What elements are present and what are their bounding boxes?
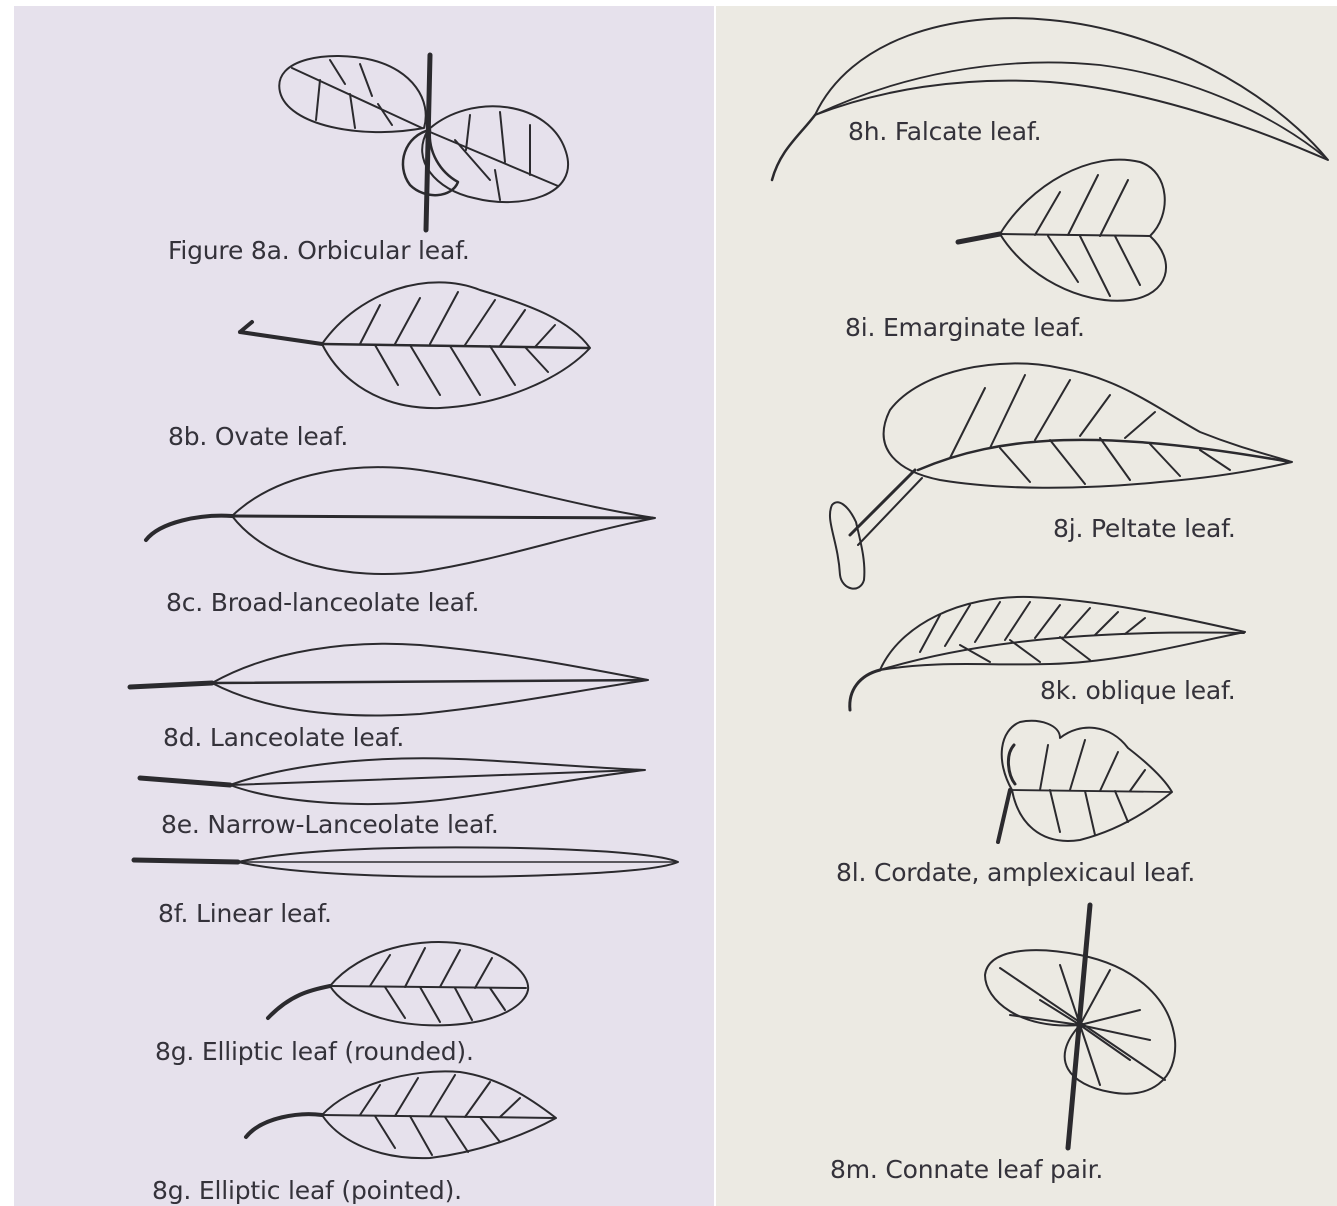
falcate-leaf-illustration — [772, 18, 1328, 180]
cordate-amplexicaul-leaf-illustration — [998, 721, 1172, 842]
caption-8h: 8h. Falcate leaf. — [848, 117, 1041, 146]
caption-8g-rounded: 8g. Elliptic leaf (rounded). — [155, 1037, 474, 1066]
broad-lanceolate-leaf-illustration — [146, 467, 655, 574]
caption-8m: 8m. Connate leaf pair. — [830, 1155, 1103, 1184]
ovate-leaf-illustration — [240, 282, 590, 408]
connate-leaf-pair-illustration — [985, 905, 1175, 1148]
emarginate-leaf-illustration — [958, 160, 1166, 301]
peltate-leaf-illustration — [830, 363, 1292, 588]
caption-8f: 8f. Linear leaf. — [158, 899, 332, 928]
caption-8d: 8d. Lanceolate leaf. — [163, 723, 404, 752]
lanceolate-leaf-illustration — [130, 644, 648, 716]
caption-8g-pointed: 8g. Elliptic leaf (pointed). — [152, 1176, 462, 1205]
elliptic-pointed-leaf-illustration — [246, 1071, 556, 1158]
caption-8j: 8j. Peltate leaf. — [1053, 514, 1236, 543]
caption-8l: 8l. Cordate, amplexicaul leaf. — [836, 858, 1195, 887]
orbicular-leaf-illustration — [279, 55, 568, 230]
caption-8b: 8b. Ovate leaf. — [168, 422, 348, 451]
caption-8i: 8i. Emarginate leaf. — [845, 313, 1085, 342]
caption-8e: 8e. Narrow-Lanceolate leaf. — [161, 810, 499, 839]
caption-8a: Figure 8a. Orbicular leaf. — [168, 236, 470, 265]
caption-8c: 8c. Broad-lanceolate leaf. — [166, 588, 479, 617]
caption-8k: 8k. oblique leaf. — [1040, 676, 1236, 705]
linear-leaf-illustration — [134, 847, 678, 876]
elliptic-rounded-leaf-illustration — [268, 942, 528, 1025]
narrow-lanceolate-leaf-illustration — [140, 758, 645, 804]
